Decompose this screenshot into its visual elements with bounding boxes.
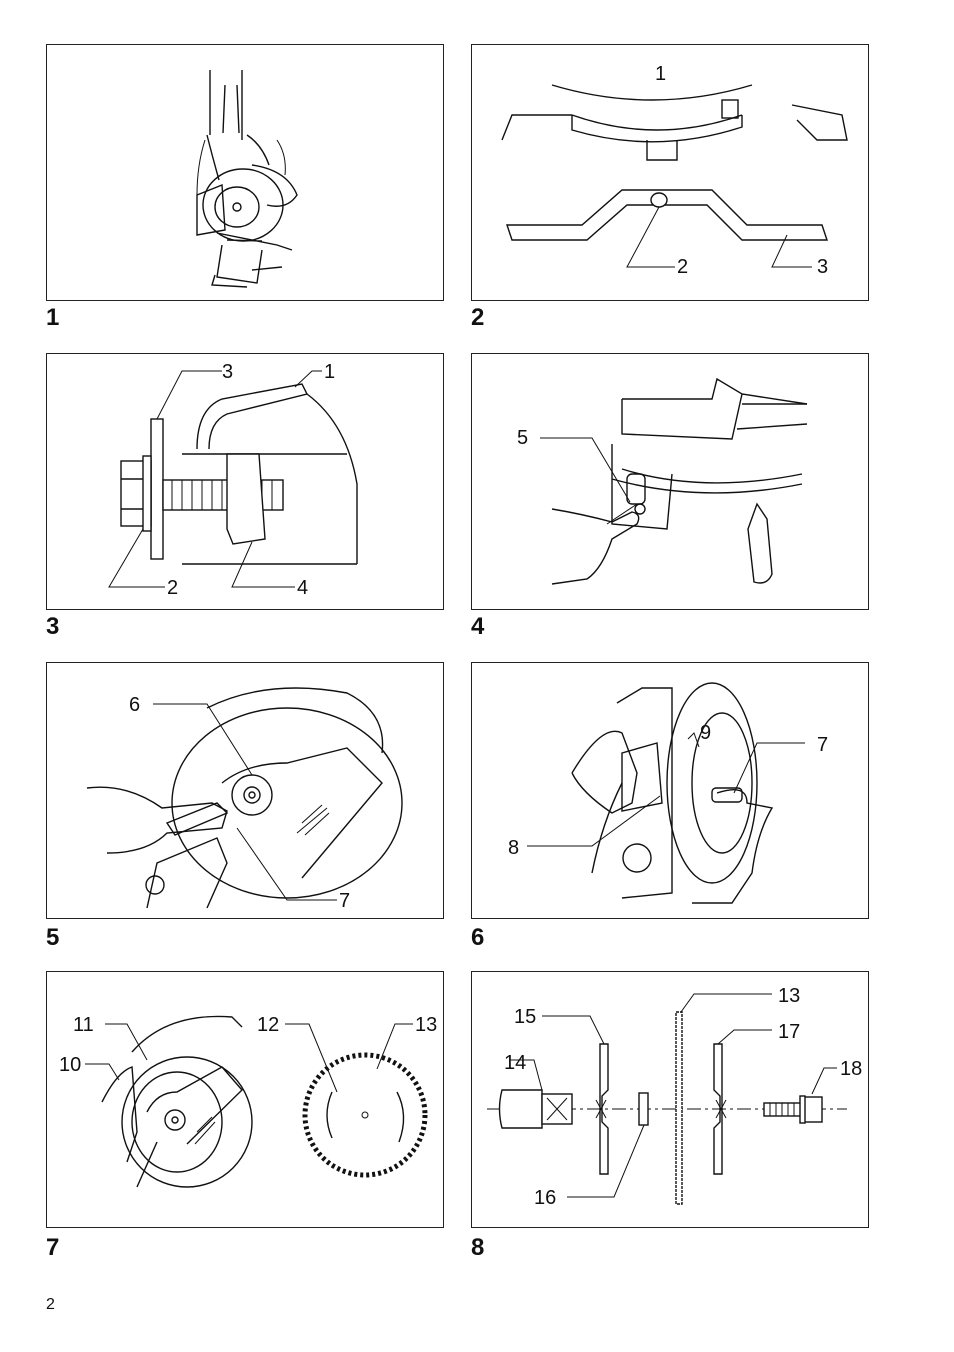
figure-7-callout-12: 12 [257,1014,279,1036]
figure-8-callout-14: 14 [504,1052,526,1074]
figure-8-panel: 13 15 17 14 18 16 [471,971,869,1228]
figure-3-number: 3 [46,613,60,640]
figure-8-number: 8 [471,1234,485,1261]
figure-2-number: 2 [471,304,485,331]
figure-8-callout-15: 15 [514,1006,536,1028]
figure-7-number: 7 [46,1234,60,1261]
figure-4-callout-5: 5 [517,427,528,449]
figure-7-panel: 11 12 13 10 [46,971,444,1228]
figure-5-illustration: 6 7 [86,687,403,912]
figure-7-illustration: 11 12 13 10 [59,1014,437,1188]
figure-6-callout-7: 7 [817,734,828,756]
figure-4-illustration: 5 [517,377,808,585]
figure-1-illustration [196,70,298,288]
figure-1-panel [46,44,444,301]
figure-6-callout-8: 8 [508,837,519,859]
figure-7-callout-13: 13 [415,1014,437,1036]
figure-2-panel: 1 2 3 [471,44,869,301]
figure-3-panel: 3 1 2 4 [46,353,444,610]
figure-2-callout-1: 1 [655,63,666,85]
figure-5-number: 5 [46,924,60,951]
figure-3-callout-2: 2 [167,577,178,599]
figure-5-callout-6: 6 [129,694,140,716]
figure-4-panel: 5 [471,353,869,610]
figure-2-illustration: 1 2 3 [501,63,848,278]
figure-5-callout-7: 7 [339,890,350,912]
figure-7-callout-10: 10 [59,1054,81,1076]
figure-7-blade [302,1052,428,1178]
figure-2-callout-2: 2 [677,256,688,278]
figure-4-number: 4 [471,613,485,640]
figure-6-number: 6 [471,924,485,951]
figure-8-callout-13: 13 [778,985,800,1007]
page-number: 2 [46,1296,55,1313]
figure-3-illustration: 3 1 2 4 [108,361,358,599]
figure-8-callout-18: 18 [840,1058,862,1080]
figure-8-callout-17: 17 [778,1021,800,1043]
figure-5-panel: 6 7 [46,662,444,919]
figure-8-illustration: 13 15 17 14 18 16 [487,985,862,1209]
figure-3-callout-1: 1 [324,361,335,383]
figure-6-illustration: 9 7 8 [508,682,828,904]
figure-7-callout-11: 11 [73,1014,94,1036]
figure-6-callout-9: 9 [700,722,711,744]
figure-8-callout-16: 16 [534,1187,556,1209]
figure-3-callout-4: 4 [297,577,308,599]
figure-2-callout-3: 3 [817,256,828,278]
figure-3-callout-3: 3 [222,361,233,383]
figure-6-panel: 9 7 8 [471,662,869,919]
figure-1-number: 1 [46,304,60,331]
